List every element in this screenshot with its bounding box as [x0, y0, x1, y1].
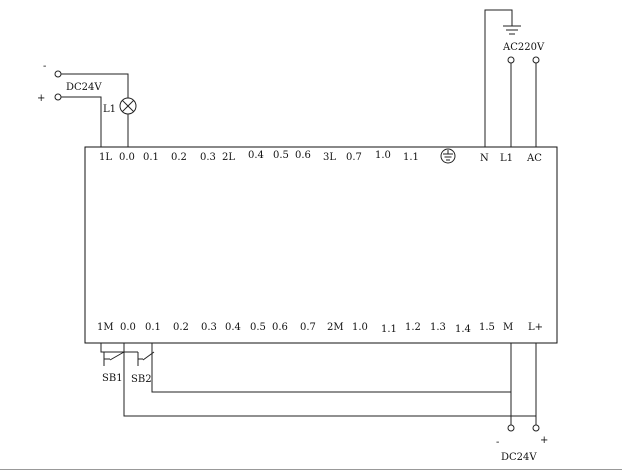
ac-supply-voltage-label: AC220V: [502, 42, 545, 53]
top-terminal-label: 0.2: [171, 152, 187, 163]
bottom-terminal-label: 0.1: [145, 322, 161, 333]
dc-output-minus-terminal: [507, 424, 515, 432]
bottom-terminal-label: 1.0: [352, 322, 368, 333]
input-switches: SB1 SB2: [100, 343, 536, 417]
bottom-terminal-label: 1.1: [381, 324, 397, 335]
bottom-terminal-label: M: [503, 322, 513, 333]
bottom-terminal-label: 0.5: [250, 322, 266, 333]
dc-input-supply: - + DC24V: [37, 61, 129, 147]
top-terminal-row: 1L 0.0 0.1 0.2 0.3 2L 0.4 0.5 0.6 3L 0.7…: [99, 150, 542, 164]
top-terminal-label: 0.5: [273, 150, 289, 161]
ac-supply-l-terminal: [507, 56, 515, 64]
bottom-terminal-label: 1.4: [455, 324, 471, 335]
bottom-terminal-label: 0.4: [225, 322, 241, 333]
dc-output-voltage-label: DC24V: [501, 452, 537, 463]
lamp-l1: L1: [103, 97, 137, 147]
switch-sb1-label: SB1: [102, 373, 123, 384]
bottom-terminal-label: 0.0: [120, 322, 136, 333]
top-terminal-label: AC: [526, 153, 542, 164]
dc-output-minus-sign: -: [496, 437, 499, 448]
top-terminal-label: N: [480, 153, 489, 164]
dc-output-supply: - + DC24V: [496, 343, 548, 463]
page-divider: [0, 469, 622, 470]
bottom-terminal-label: L+: [528, 322, 543, 333]
bottom-terminal-label: 1.3: [430, 322, 446, 333]
bottom-terminal-label: 1.2: [405, 322, 421, 333]
top-terminal-label: 0.4: [248, 150, 264, 161]
plc-module-body: [84, 146, 558, 344]
bottom-terminal-label: 2M: [327, 322, 344, 333]
top-terminal-label: 0.0: [119, 152, 135, 163]
bottom-terminal-label: 0.2: [173, 322, 189, 333]
top-terminal-label: 1.1: [403, 152, 419, 163]
bottom-terminal-label: 1.5: [479, 322, 495, 333]
dc-output-plus-terminal: [532, 424, 540, 432]
bottom-terminal-label: 0.7: [300, 322, 316, 333]
top-terminal-label: 2L: [222, 152, 235, 163]
switch-sb2-label: SB2: [131, 374, 152, 385]
dc-input-voltage-label: DC24V: [66, 82, 102, 93]
ac-supply: AC220V: [484, 9, 545, 147]
top-terminal-label: 1L: [99, 152, 112, 163]
top-terminal-label: 0.6: [295, 150, 311, 161]
lamp-label: L1: [103, 104, 116, 115]
bottom-terminal-label: 1M: [97, 322, 114, 333]
bottom-terminal-label: 0.6: [272, 322, 288, 333]
switch-sb1: SB1: [102, 343, 125, 384]
switch-sb2: SB2: [104, 343, 155, 385]
top-terminal-label: 1.0: [375, 150, 391, 161]
protective-earth-icon: [440, 148, 456, 164]
top-terminal-label: L1: [500, 153, 513, 164]
dc-input-minus-terminal: [54, 70, 62, 78]
dc-input-plus-sign: +: [37, 93, 45, 104]
ground-icon: [503, 25, 521, 35]
dc-input-minus-sign: -: [43, 61, 46, 72]
bottom-terminal-label: 0.3: [201, 322, 217, 333]
top-terminal-label: 0.7: [346, 152, 362, 163]
dc-input-plus-terminal: [54, 93, 62, 101]
top-terminal-label: 0.3: [200, 152, 216, 163]
dc-output-plus-sign: +: [540, 435, 548, 446]
top-terminal-label: 0.1: [143, 152, 159, 163]
ac-supply-n-terminal: [532, 56, 540, 64]
bottom-terminal-row: 1M 0.0 0.1 0.2 0.3 0.4 0.5 0.6 0.7 2M 1.…: [97, 322, 543, 335]
top-terminal-label: 3L: [323, 152, 336, 163]
